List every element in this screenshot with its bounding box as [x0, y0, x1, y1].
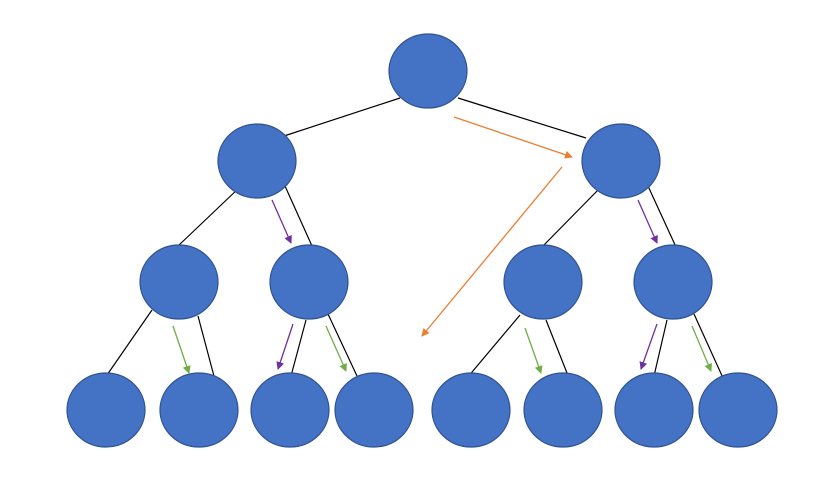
tree-node-n3 [139, 244, 219, 320]
tree-node-n10 [334, 372, 414, 448]
tree-edges [106, 97, 724, 381]
purple-arrow-n2-n6 [637, 199, 658, 244]
tree-node-n13 [614, 372, 694, 448]
tree-node-n1 [217, 123, 297, 199]
edge-n3-n8 [197, 315, 216, 381]
edge-n2-n5 [541, 187, 601, 248]
edge-n6-n13 [653, 319, 668, 377]
edge-n5-n12 [545, 319, 570, 379]
purple-arrow-n4-n9 [276, 323, 294, 370]
tree-node-n2 [581, 123, 661, 199]
edge-n1-n4 [284, 185, 313, 247]
tree-node-n6 [633, 244, 713, 320]
tree-node-n5 [503, 244, 583, 320]
tree-node-n14 [698, 372, 778, 448]
tree-nodes [66, 33, 778, 448]
purple-arrow-n6-n13 [639, 323, 658, 370]
tree-node-n9 [250, 372, 330, 448]
edge-n4-n10 [327, 313, 358, 377]
traversal-arrows [172, 116, 712, 374]
tree-node-n11 [431, 372, 511, 448]
edge-n0-n1 [283, 97, 401, 137]
edge-n2-n6 [647, 185, 677, 248]
tree-node-n0 [388, 33, 468, 109]
edge-n0-n2 [457, 97, 587, 139]
edge-n3-n7 [106, 309, 153, 376]
tree-node-n8 [159, 372, 239, 448]
orange-arrow-root-to-right [453, 116, 573, 159]
tree-node-n4 [269, 244, 349, 320]
purple-arrow-n1-n4 [271, 199, 292, 244]
green-arrow-n5-n12 [524, 327, 543, 374]
green-arrow-n3-n8 [172, 325, 191, 374]
orange-arrow-right-to-left-subtree [421, 166, 563, 337]
tree-node-n12 [523, 372, 603, 448]
green-arrow-n6-n14 [691, 325, 712, 372]
edge-n4-n9 [290, 319, 307, 377]
edge-n5-n11 [466, 314, 521, 379]
edge-n1-n3 [177, 186, 241, 247]
tree-node-n7 [66, 372, 146, 448]
edge-n6-n14 [693, 313, 724, 379]
green-arrow-n4-n10 [325, 325, 347, 372]
